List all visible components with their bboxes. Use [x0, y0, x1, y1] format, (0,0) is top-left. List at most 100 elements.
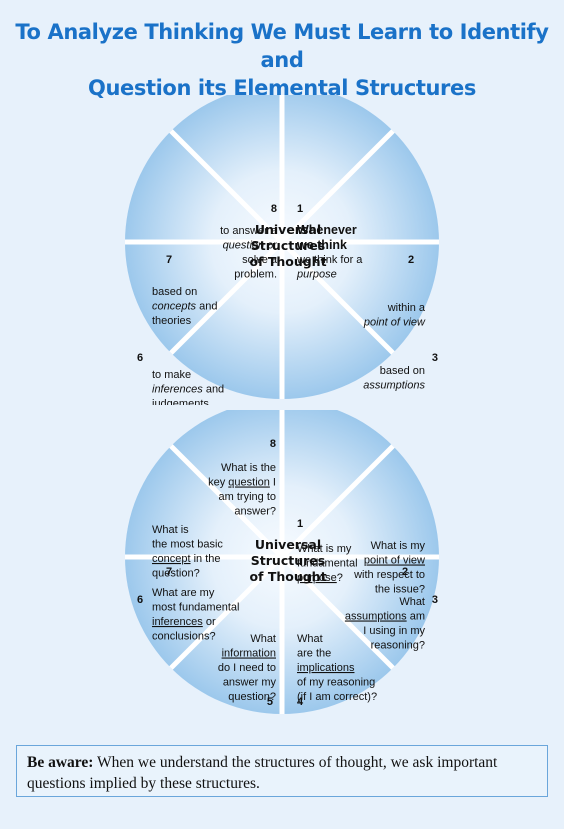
segment-text-line: key question I — [208, 477, 276, 489]
segment-text-line: Whenever — [297, 223, 357, 237]
segment-number: 7 — [166, 566, 172, 578]
segment-text-line: point of view — [363, 317, 426, 329]
wheel-segment-2: 2 within a point of view — [363, 254, 426, 329]
center-label-line: of Thought — [249, 569, 326, 584]
segment-number: 8 — [270, 438, 276, 450]
center-label-line: Structures — [251, 553, 325, 568]
segment-text-line: reasoning? — [371, 640, 425, 652]
segment-text-line: solve a — [242, 254, 278, 266]
segment-number: 2 — [408, 254, 414, 266]
segment-text-line: answer my — [223, 677, 277, 689]
wheel-divider — [280, 444, 395, 559]
segment-text-line: purpose — [296, 269, 337, 281]
center-label-line: Universal — [255, 537, 321, 552]
segment-text-line: answer? — [234, 506, 276, 518]
wheel-divider — [280, 555, 395, 670]
segment-text-line: most fundamental — [152, 602, 239, 614]
segment-text-line: judgements — [151, 398, 209, 405]
segment-text-line: question? — [152, 568, 200, 580]
segment-text-line: implications — [297, 662, 355, 674]
segment-number: 8 — [271, 203, 277, 215]
segment-text-line: assumptions — [363, 380, 425, 392]
wheel-segment-6: 6 What are my most fundamental inferences o… — [137, 587, 239, 643]
segment-text-line: inferences or — [152, 616, 216, 628]
wheel-divider — [280, 129, 395, 244]
segment-text-line: What is — [152, 524, 189, 536]
wheel-segment-3: 3 What assumptions am I using in my reasonin… — [345, 594, 438, 652]
segment-text-line: What is the — [221, 462, 276, 474]
segment-text-line: inferences and — [152, 384, 224, 396]
segment-text-line: concept in the — [152, 553, 221, 565]
be-aware-note: Be aware: When we understand the structu… — [16, 745, 548, 797]
segment-text-line: question or — [223, 240, 278, 252]
segment-text-line: (if I am correct)? — [297, 691, 377, 703]
segment-text-line: concepts and — [152, 301, 217, 313]
segment-text-line: we think for a — [296, 254, 363, 266]
segment-text-line: What is my — [297, 543, 352, 555]
segment-text-line: to make — [152, 369, 191, 381]
segment-number: 7 — [166, 254, 172, 266]
segment-text-line: What are my — [152, 587, 215, 599]
wheel-segment-3: 3 based on assumptions — [363, 352, 438, 392]
segment-text-line: based on — [380, 365, 425, 377]
segment-text-line: am trying to — [219, 491, 276, 503]
segment-number: 6 — [137, 594, 143, 606]
segment-text-line: do I need to — [218, 662, 276, 674]
wheel-segment-8: 8 to answer a question or solve a problem. — [220, 203, 278, 281]
wheel-segment-2: 2 What is my point of view with respect to t… — [353, 540, 425, 596]
wheel-divider — [280, 240, 395, 355]
segment-number: 4 — [297, 696, 304, 708]
segment-number: 3 — [432, 352, 438, 364]
page-title: To Analyze Thinking We Must Learn to Ide… — [0, 18, 564, 102]
segment-text-line: What — [399, 596, 425, 608]
segment-text-line: I using in my — [363, 625, 425, 637]
segment-text-line: we think — [296, 238, 347, 252]
segment-text-line: problem. — [234, 269, 277, 281]
segment-text-line: information — [222, 648, 276, 660]
segment-text-line: the issue? — [375, 584, 425, 596]
segment-text-line: to answer a — [220, 225, 278, 237]
segment-text-line: theories — [152, 315, 192, 327]
segment-text-line: fundamental — [297, 558, 358, 570]
segment-text-line: point of view — [364, 555, 425, 567]
segment-text-line: based on — [152, 286, 197, 298]
segment-text-line: assumptions am — [345, 611, 425, 623]
wheel-segment-7: 7 What is the most basic concept in the ques… — [152, 524, 223, 580]
center-label-line: Structures — [251, 238, 325, 253]
wheel-segment-6: 6 to make inferences and judgements — [137, 352, 224, 405]
segment-text-line: with respect to — [353, 569, 425, 581]
wheel-divider — [169, 240, 284, 355]
segment-number: 5 — [267, 696, 273, 708]
segment-text-line: What — [250, 633, 276, 645]
segment-number: 1 — [297, 518, 303, 530]
wheel-divider — [169, 444, 284, 559]
segment-number: 6 — [137, 352, 143, 364]
segment-text-line: conclusions? — [152, 631, 216, 643]
wheel-segment-4: 4 What are the implications of my reasoning (… — [297, 633, 377, 708]
wheel-divider — [169, 555, 284, 670]
segment-text-line: of my reasoning — [297, 677, 375, 689]
wheel-divider — [169, 129, 284, 244]
segment-number: 2 — [402, 566, 408, 578]
wheel-segment-7: 7 based on concepts and theories — [152, 254, 217, 327]
center-label-line: Universal — [255, 222, 321, 237]
segment-number: 1 — [297, 203, 303, 215]
segment-text-line: What — [297, 633, 323, 645]
segment-text-line: the most basic — [152, 539, 223, 551]
center-label-line: of Thought — [249, 254, 326, 269]
segment-number: 3 — [432, 594, 438, 606]
segment-text-line: purpose? — [297, 572, 343, 584]
segment-text-line: are the — [297, 648, 331, 660]
title-line-1: To Analyze Thinking We Must Learn to Ide… — [15, 20, 549, 72]
segment-text-line: What is my — [371, 540, 426, 552]
segment-text-line: within a — [387, 302, 426, 314]
be-aware-text: When we understand the structures of tho… — [27, 754, 498, 792]
